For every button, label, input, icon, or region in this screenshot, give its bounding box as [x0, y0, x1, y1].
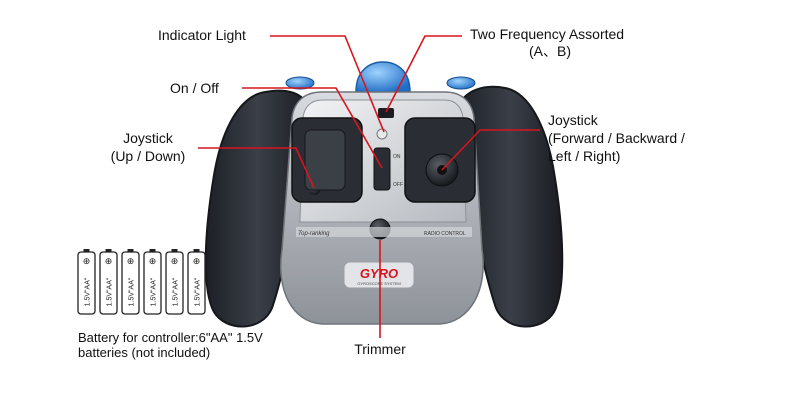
- power-switch[interactable]: [373, 147, 391, 191]
- leader-left-joystick: [198, 147, 315, 189]
- battery-label: 1.5V"AA": [107, 277, 114, 306]
- brand-text: Top-ranking: [298, 231, 330, 237]
- left-blue-button: [285, 76, 315, 90]
- battery-caption-line1: Battery for controller:6"AA" 1.5V: [78, 330, 263, 345]
- indicator-led: [376, 128, 388, 140]
- label-joystick-right-line2: (Forward / Backward /: [548, 130, 685, 146]
- label-two-frequency: Two Frequency Assorted: [470, 26, 625, 42]
- leader-right-joystick: [441, 129, 540, 171]
- battery-body: [99, 251, 118, 315]
- battery-plus-icon: ⊕: [83, 256, 91, 266]
- battery-label: 1.5V"AA": [129, 277, 136, 306]
- battery-label: 1.5V"AA": [195, 277, 202, 306]
- battery-terminal: [105, 249, 112, 253]
- gyro-text: GYRO: [360, 266, 398, 281]
- battery-caption-line2: batteries (not included): [78, 345, 211, 360]
- label-two-frequency-sub: (A、B): [529, 43, 571, 59]
- label-joystick-left-sub: (Up / Down): [110, 148, 186, 164]
- battery-cell: ⊕ 1.5V"AA": [165, 249, 184, 315]
- radio-control-text: RADIO CONTROL: [424, 231, 466, 237]
- label-joystick-left-title: Joystick: [123, 130, 173, 146]
- battery-cell: ⊕ 1.5V"AA": [99, 249, 118, 315]
- battery-terminal: [149, 249, 156, 253]
- leader-two-frequency: [385, 35, 462, 113]
- leader-on-off: [242, 87, 383, 169]
- label-on-off: On / Off: [170, 80, 219, 96]
- decor-band: [296, 227, 472, 237]
- frequency-switch[interactable]: [378, 108, 394, 118]
- leader-lines: [198, 35, 540, 338]
- battery-plus-icon: ⊕: [105, 256, 113, 266]
- gyro-sub-text: GYROSCOPE SYSTEM: [357, 281, 400, 286]
- battery-cell: ⊕ 1.5V"AA": [121, 249, 140, 315]
- battery-cell: ⊕ 1.5V"AA": [143, 249, 162, 315]
- switch-off-label: OFF: [393, 182, 403, 188]
- battery-plus-icon: ⊕: [193, 256, 201, 266]
- right-blue-button: [446, 76, 476, 90]
- battery-label: 1.5V"AA": [85, 277, 92, 306]
- battery-terminal: [127, 249, 134, 253]
- left-joystick-gimbal: [304, 129, 346, 191]
- battery-body: [77, 251, 96, 315]
- label-indicator-light: Indicator Light: [158, 27, 246, 43]
- battery-plus-icon: ⊕: [171, 256, 179, 266]
- label-trimmer: Trimmer: [354, 341, 406, 357]
- battery-label: 1.5V"AA": [151, 277, 158, 306]
- battery-cell: ⊕ 1.5V"AA": [77, 249, 96, 315]
- battery-body: [165, 251, 184, 315]
- battery-label: 1.5V"AA": [173, 277, 180, 306]
- battery-group: ⊕ 1.5V"AA" ⊕ 1.5V"AA" ⊕ 1.5V"AA" ⊕ 1.5V"AA" ⊕ 1.5…: [77, 249, 206, 315]
- label-joystick-right-line3: Left / Right): [548, 148, 621, 164]
- battery-terminal: [193, 249, 200, 253]
- battery-terminal: [171, 249, 178, 253]
- antenna-dome: [355, 61, 411, 93]
- gyro-badge: [343, 261, 415, 289]
- battery-plus-icon: ⊕: [127, 256, 135, 266]
- battery-cell: ⊕ 1.5V"AA": [187, 249, 206, 315]
- battery-plus-icon: ⊕: [149, 256, 157, 266]
- battery-body: [121, 251, 140, 315]
- battery-body: [187, 251, 206, 315]
- switch-on-label: ON: [393, 154, 401, 160]
- battery-body: [143, 251, 162, 315]
- battery-terminal: [83, 249, 90, 253]
- label-joystick-right-title: Joystick: [548, 112, 598, 128]
- leader-indicator: [270, 35, 385, 133]
